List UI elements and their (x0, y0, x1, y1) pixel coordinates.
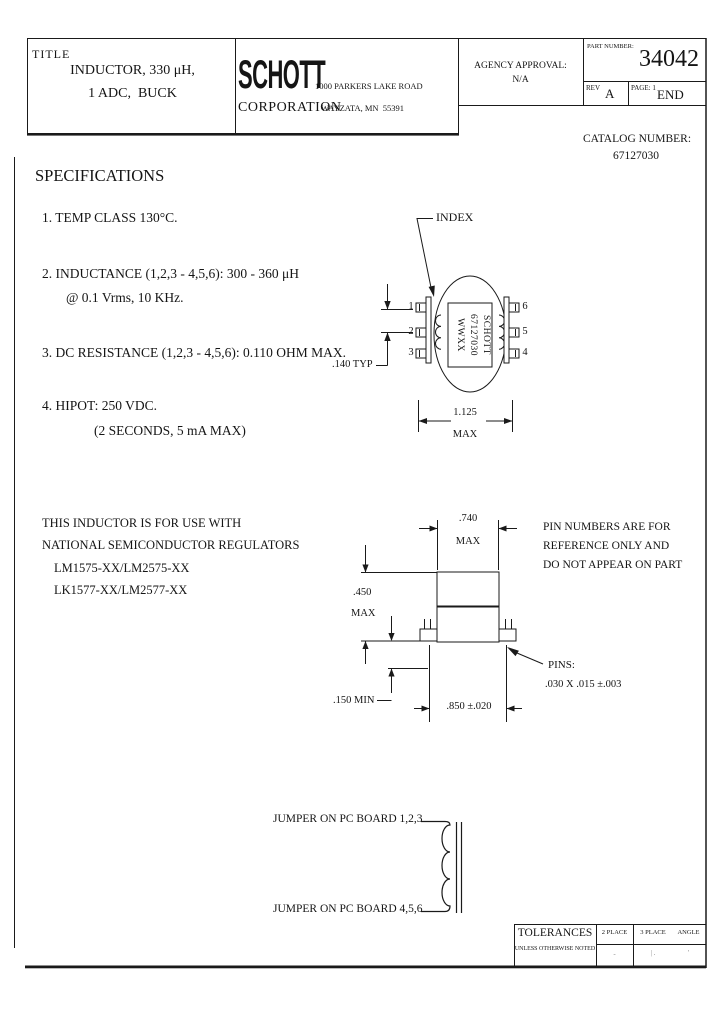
catalog-number-value: 67127030 (613, 150, 659, 162)
top-view-drawing (376, 218, 520, 432)
pins-callout-size: .030 X .015 ±.003 (545, 679, 622, 690)
tolerances-val-2place: - (613, 950, 616, 958)
dim-pin-pitch: .140 TYP (332, 359, 373, 370)
schematic-bottom-label: JUMPER ON PC BOARD 4,5,6 (273, 903, 423, 915)
spec-item-4: 4. HIPOT: 250 VDC. (42, 398, 157, 413)
company-logo: SCHOTT (238, 53, 326, 97)
part-marking: SCHOTT 67127030 WWXX (448, 305, 492, 365)
dim-body-width-max: MAX (452, 429, 478, 440)
drawing-title-line1: INDUCTOR, 330 μH, (70, 63, 195, 78)
schematic-top-label: JUMPER ON PC BOARD 1,2,3 (273, 813, 423, 825)
tolerances-val-3place: | . (650, 949, 656, 957)
dim-top-width: .740 (458, 513, 478, 524)
usage-note-line1: THIS INDUCTOR IS FOR USE WITH (42, 516, 242, 530)
pin-number-5: 5 (522, 326, 528, 337)
company-name: CORPORATION (238, 100, 342, 115)
marking-catalog: 67127030 (468, 314, 479, 356)
company-address-line1: 1000 PARKERS LAKE ROAD (315, 81, 423, 91)
dim-body-height-max: MAX (351, 608, 376, 619)
spec-item-4-cont: (2 SECONDS, 5 mA MAX) (94, 423, 246, 438)
pin-ref-note-line2: REFERENCE ONLY AND (543, 540, 670, 552)
specifications-heading: SPECIFICATIONS (35, 166, 165, 185)
pin-ref-note-line1: PIN NUMBERS ARE FOR (543, 521, 671, 533)
marking-datecode: WWXX (455, 318, 466, 352)
frame-lines (14, 38, 707, 969)
rev-value: A (605, 86, 615, 101)
page-label: PAGE: 1 (631, 84, 656, 92)
tolerances-heading: TOLERANCES (517, 927, 593, 939)
pin-ref-note-line3: DO NOT APPEAR ON PART (543, 559, 683, 571)
part-number-label: PART NUMBER: (587, 43, 634, 50)
side-view-drawing (361, 520, 544, 722)
tolerances-col-2place: 2 PLACE (601, 929, 628, 936)
tolerances-col-3place: 3 PLACE (640, 929, 666, 936)
rev-label: REV (586, 84, 600, 92)
usage-note-line3: LM1575-XX/LM2575-XX (54, 561, 190, 575)
part-number-value: 34042 (639, 46, 699, 72)
dim-lead-length: .150 MIN (333, 695, 375, 706)
pin-number-3: 3 (408, 347, 414, 358)
spec-item-1: 1. TEMP CLASS 130°C. (42, 210, 178, 225)
tolerances-box-lines (514, 924, 706, 966)
pin-number-6: 6 (522, 301, 528, 312)
tolerances-val-angle: ' (687, 949, 690, 957)
pins-callout-label: PINS: (548, 659, 575, 671)
catalog-number-label: CATALOG NUMBER: (583, 133, 692, 145)
index-label: INDEX (436, 210, 474, 224)
page-value: END (657, 87, 684, 102)
dim-body-width: 1.125 (453, 407, 477, 418)
tolerances-subheading: UNLESS OTHERWISE NOTED (514, 946, 596, 952)
dim-body-height: .450 (353, 587, 372, 598)
marking-brand: SCHOTT (481, 315, 491, 355)
schematic-drawing (421, 820, 463, 913)
dim-top-width-max: MAX (455, 536, 481, 547)
usage-note-line2: NATIONAL SEMICONDUCTOR REGULATORS (42, 538, 300, 552)
spec-item-3: 3. DC RESISTANCE (1,2,3 - 4,5,6): 0.110 … (42, 345, 347, 360)
usage-note-line4: LK1577-XX/LM2577-XX (54, 583, 188, 597)
company-address-line2: WAYZATA, MN 55391 (321, 103, 405, 113)
spec-item-2: 2. INDUCTANCE (1,2,3 - 4,5,6): 300 - 360… (42, 266, 300, 281)
dim-pin-span: .850 ±.020 (446, 701, 492, 712)
agency-approval-value: N/A (512, 75, 529, 85)
pin-number-4: 4 (522, 347, 528, 358)
pin-number-1: 1 (408, 301, 414, 312)
spec-item-2-cont: @ 0.1 Vrms, 10 KHz. (66, 290, 184, 305)
title-label: TITLE (32, 47, 71, 61)
pin-number-2: 2 (408, 326, 414, 337)
tolerances-col-angle: ANGLE (677, 929, 700, 936)
agency-approval-label: AGENCY APPROVAL: (474, 61, 567, 71)
drawing-title-line2: 1 ADC, BUCK (88, 86, 177, 101)
